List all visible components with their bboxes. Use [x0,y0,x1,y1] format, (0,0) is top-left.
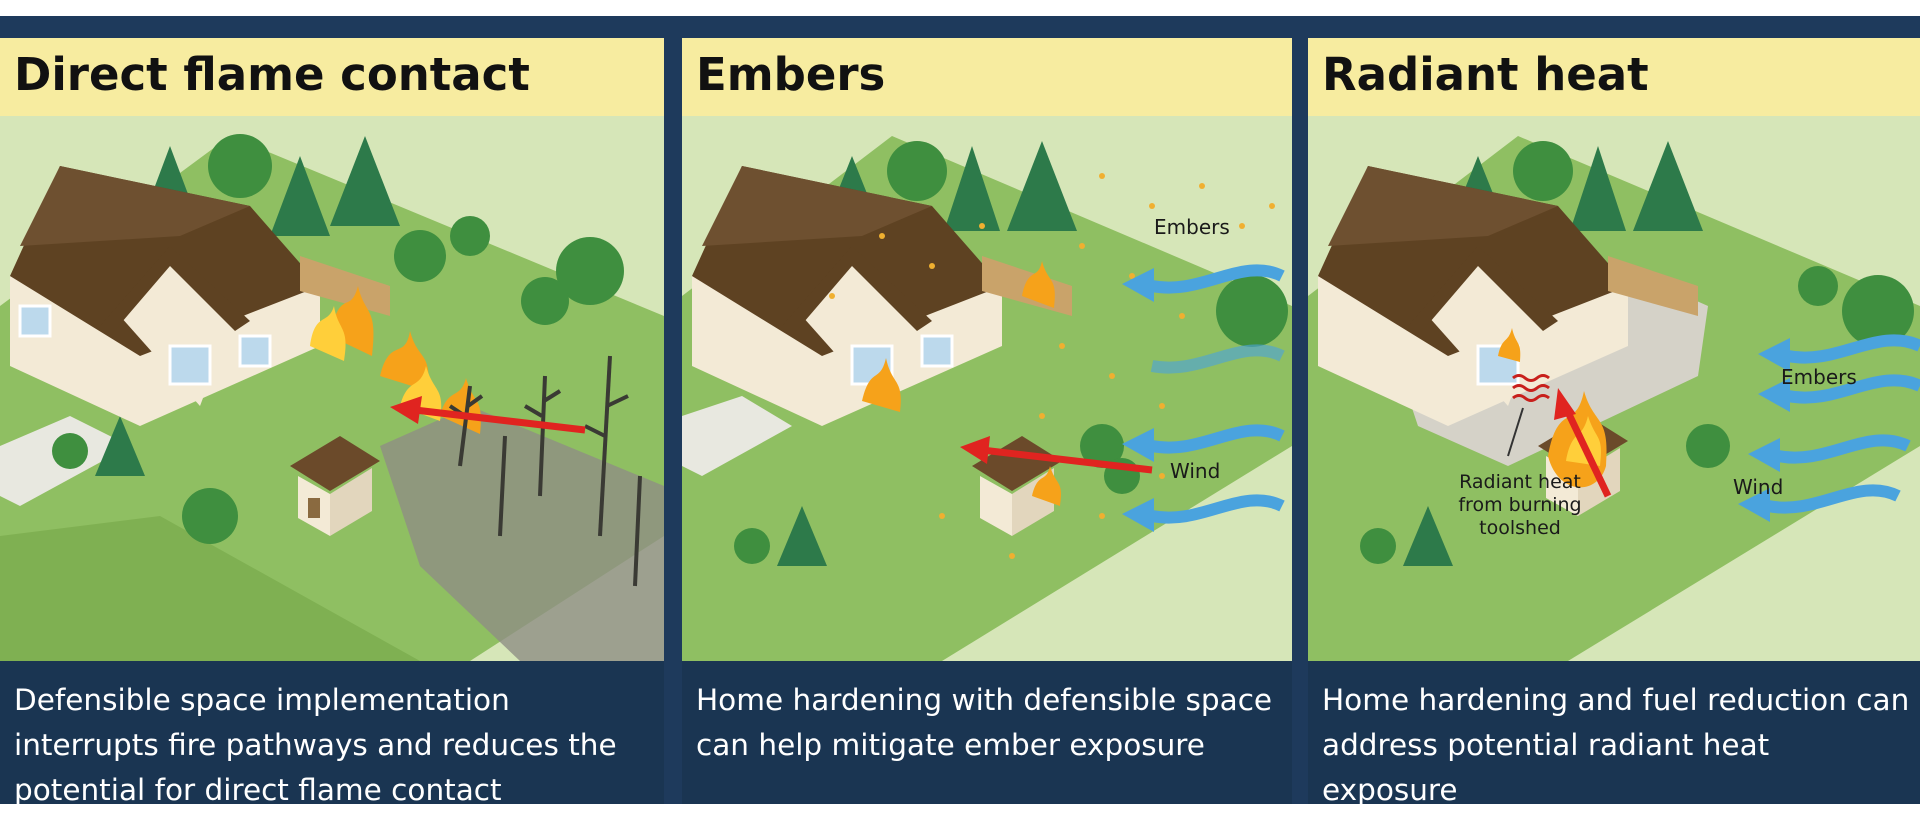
panel-caption: Home hardening and fuel reduction can ad… [1322,683,1910,807]
toolshed-icon [290,436,380,536]
radiant-heat-label-line3: toolshed [1479,517,1561,539]
wind-icon [1738,334,1920,522]
arrow-icon [390,396,586,434]
panel-header: Direct flame contact [0,38,664,116]
wind-label: Wind [1170,459,1220,483]
house-icon [10,166,390,426]
radiant-heat-label-line2: from burning [1458,494,1581,516]
house-icon [1318,166,1698,426]
tree-icon [448,355,642,587]
scene-illustration: Embers Wind [682,116,1292,661]
panel-caption: Home hardening with defensible space can… [696,683,1273,762]
wind-icon [1122,264,1285,532]
panel-title: Radiant heat [1322,48,1649,101]
panel-direct-flame-contact: Direct flame contact [0,38,664,807]
arrow-icon [960,436,1153,474]
panel-title: Embers [696,48,886,101]
scene-illustration [0,116,664,661]
panel-radiant-heat: Radiant heat [1308,38,1920,807]
wind-label: Wind [1733,475,1783,499]
infographic-frame: Direct flame contact [0,16,1920,807]
panel-header: Radiant heat [1308,38,1920,116]
panel-header: Embers [682,38,1292,116]
burned-area [380,406,664,661]
panel-embers: Embers [682,38,1292,804]
embers-label: Embers [1154,215,1230,239]
panel-caption: Defensible space implementation interrup… [14,683,617,807]
embers-label: Embers [1781,365,1857,389]
panel-title: Direct flame contact [14,48,530,101]
heat-waves [1512,374,1550,402]
radiant-heat-label-line1: Radiant heat [1459,471,1581,493]
arrow-icon [1554,388,1612,498]
scene-illustration: Embers Wind Radiant heat from burning to… [1308,116,1920,661]
flame-icon [862,261,1062,506]
